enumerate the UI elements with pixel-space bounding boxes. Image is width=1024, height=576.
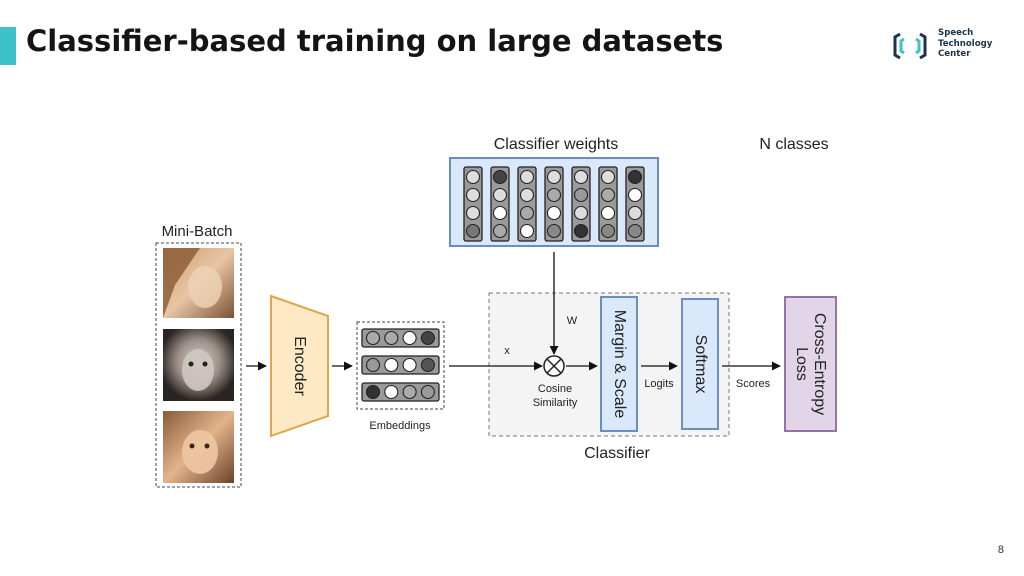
embedding-node (420, 330, 435, 346)
embedding-row (361, 328, 440, 348)
embedding-row-frame (361, 382, 440, 402)
weight-column (598, 166, 618, 242)
cosine-label-line-1: Cosine (538, 383, 572, 395)
weight-column-frame (463, 166, 483, 242)
face-image-2 (163, 329, 234, 401)
weight-column (517, 166, 537, 242)
embedding-node (365, 357, 381, 373)
weight-node (627, 205, 643, 221)
weight-node (573, 169, 589, 185)
weight-node (519, 187, 535, 203)
weight-node (573, 187, 589, 203)
logo-line-1: Speech (938, 28, 974, 38)
logits-label: Logits (644, 378, 674, 390)
classifier-weights-label: Classifier weights (494, 136, 618, 153)
embedding-node (402, 384, 417, 400)
cosine-label-line-2: Similarity (533, 397, 578, 409)
weight-column (463, 166, 483, 242)
weight-node (627, 169, 643, 185)
weight-node (600, 205, 616, 221)
softmax-label: Softmax (692, 335, 709, 394)
embedding-row (361, 382, 440, 402)
weight-column-frame (625, 166, 645, 242)
mini-batch-label: Mini-Batch (162, 223, 233, 240)
embeddings-label: Embeddings (369, 420, 431, 432)
softmax-block (681, 298, 719, 430)
speech-technology-center-logo-icon (893, 32, 927, 60)
weight-node (600, 169, 616, 185)
weight-node (492, 205, 508, 221)
weight-column-frame (544, 166, 564, 242)
weight-node (492, 169, 508, 185)
encoder-block (270, 294, 329, 438)
weight-column (625, 166, 645, 242)
embedding-row-frame (361, 328, 440, 348)
embedding-node (420, 357, 435, 373)
weight-node (546, 187, 562, 203)
weight-node (573, 223, 589, 239)
logo: Speech Technology Center (890, 28, 1010, 64)
weight-node (492, 187, 508, 203)
weight-node (546, 223, 562, 239)
margin-scale-label: Margin & Scale (611, 310, 628, 419)
embeddings-box (356, 321, 445, 410)
weight-node (465, 169, 481, 185)
embedding-node (420, 384, 435, 400)
weight-node (492, 223, 508, 239)
embedding-node (402, 330, 417, 346)
embedding-node (402, 357, 417, 373)
weight-node (465, 187, 481, 203)
embedding-node (384, 330, 399, 346)
weight-node (465, 223, 481, 239)
weight-node (519, 169, 535, 185)
embedding-node (365, 384, 381, 400)
weight-node (546, 205, 562, 221)
weight-column (544, 166, 564, 242)
face-image-3 (163, 411, 234, 483)
embedding-node (384, 357, 399, 373)
embedding-node (384, 384, 399, 400)
slide-title: Classifier-based training on large datas… (26, 24, 724, 58)
classifier-label: Classifier (584, 445, 650, 462)
weight-column-frame (598, 166, 618, 242)
logo-line-3: Center (938, 49, 971, 59)
margin-scale-block (600, 296, 638, 432)
embedding-row-frame (361, 355, 440, 375)
mini-batch-box (155, 242, 242, 488)
weight-node (519, 223, 535, 239)
classifier-weight-columns (463, 166, 645, 242)
logo-line-2: Technology (938, 38, 993, 49)
face-image-1 (163, 248, 234, 318)
n-classes-label: N classes (759, 136, 828, 153)
embedding-row (361, 355, 440, 375)
weight-node (546, 169, 562, 185)
weight-column-frame (571, 166, 591, 242)
cosine-operator-icon (543, 355, 565, 377)
weight-node (627, 187, 643, 203)
encoder-label: Encoder (291, 336, 308, 396)
weight-column-frame (490, 166, 510, 242)
weight-column (490, 166, 510, 242)
page-number: 8 (997, 544, 1004, 556)
scores-label: Scores (736, 378, 771, 390)
title-accent-bar (0, 27, 16, 65)
logo-text: Speech Technology Center (938, 28, 992, 60)
loss-label-line-1: Cross-Entropy (811, 313, 828, 415)
weight-node (600, 223, 616, 239)
x-label: x (504, 345, 510, 357)
weight-node (519, 205, 535, 221)
weight-node (465, 205, 481, 221)
loss-block (784, 296, 837, 432)
weight-node (573, 205, 589, 221)
embedding-rows (361, 328, 440, 402)
connector-arrows (246, 252, 781, 371)
loss-label-line-2: Loss (793, 347, 810, 381)
weight-column-frame (517, 166, 537, 242)
weight-column (571, 166, 591, 242)
weight-node (600, 187, 616, 203)
embedding-node (365, 330, 381, 346)
w-label: W (567, 315, 578, 327)
weight-node (627, 223, 643, 239)
